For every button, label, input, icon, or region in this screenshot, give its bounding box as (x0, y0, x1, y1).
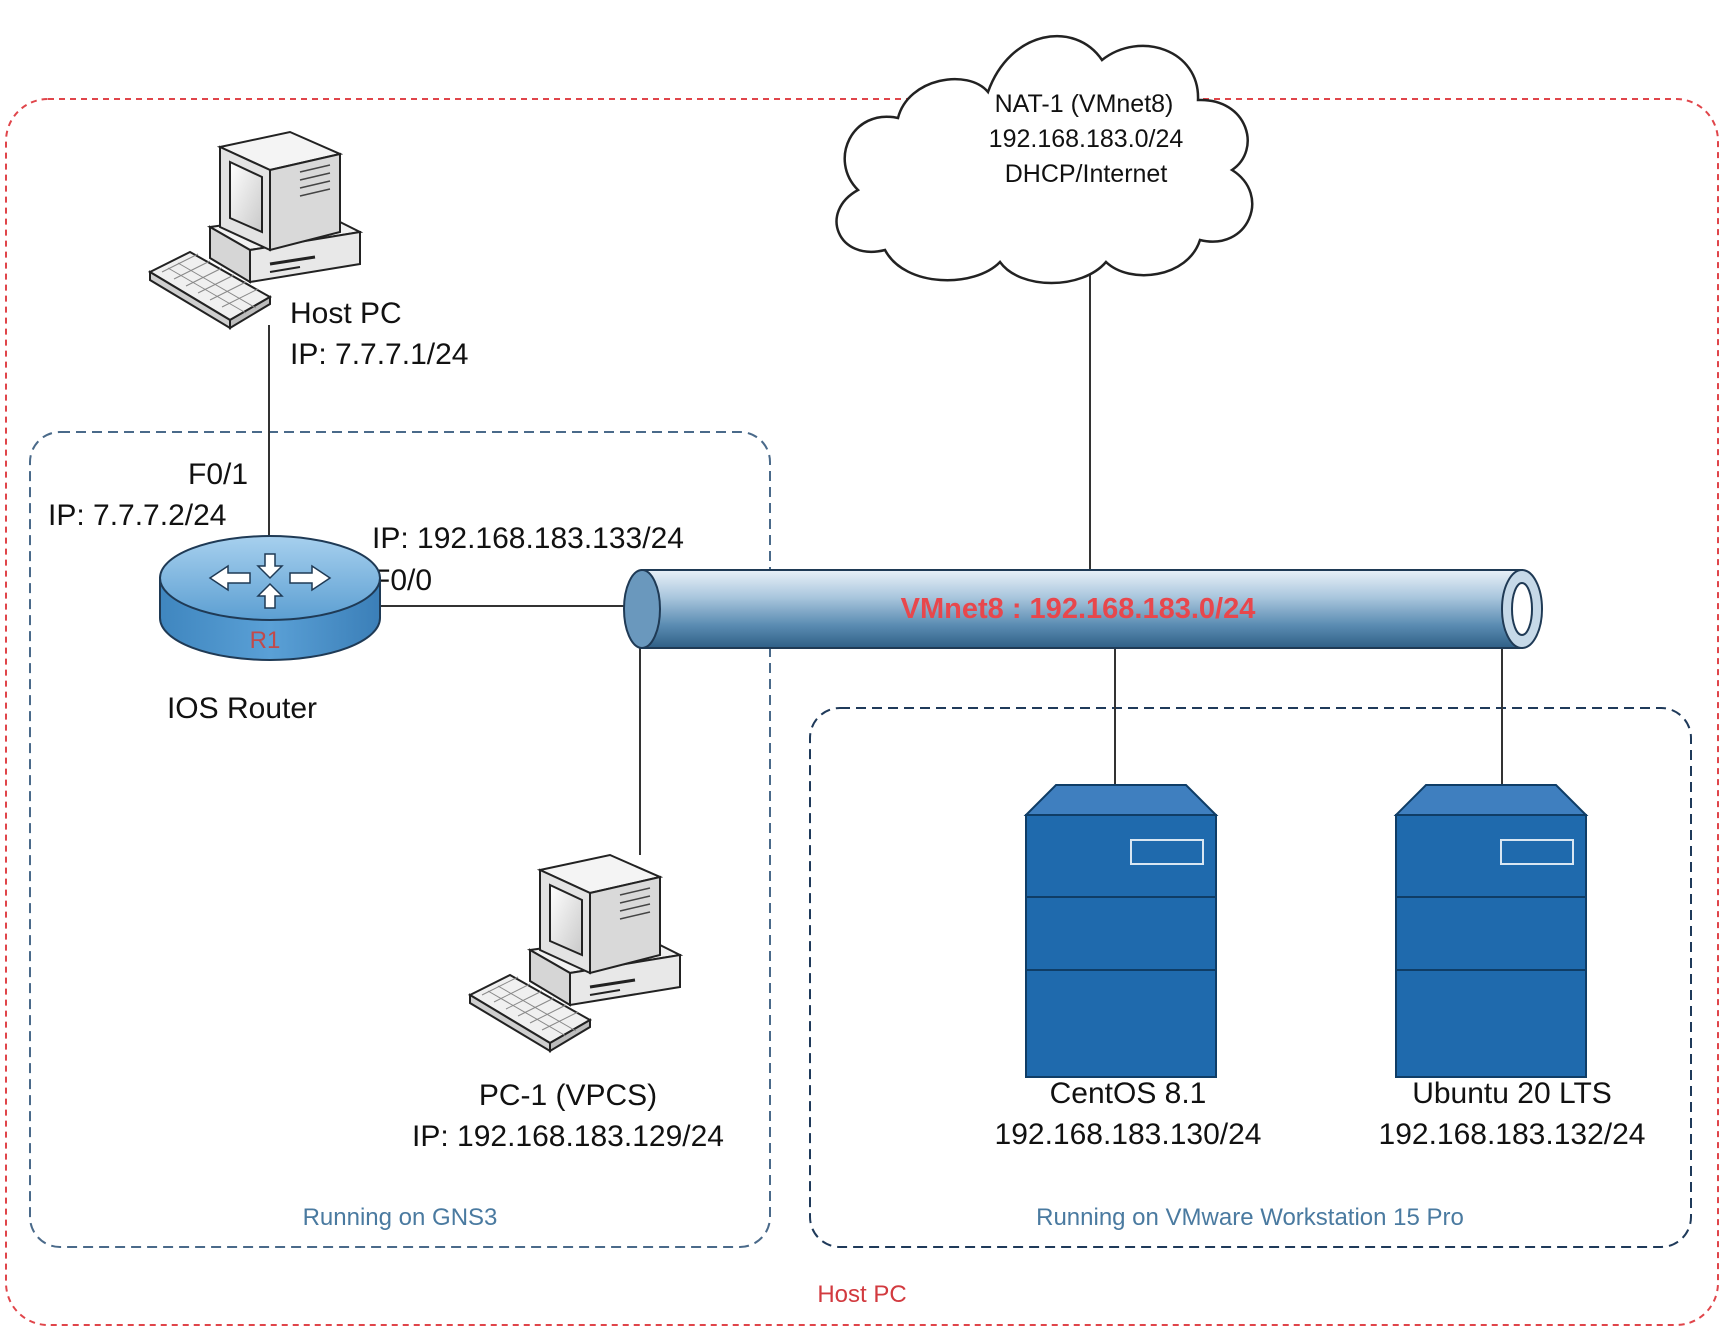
pc1-desktop-computer-icon (468, 853, 682, 1053)
ubuntu-name: Ubuntu 20 LTS (1412, 1077, 1612, 1110)
cloud-label-line1: NAT-1 (VMnet8) (995, 90, 1174, 118)
gns3-boundary (29, 431, 771, 1248)
centos-name: CentOS 8.1 (1050, 1077, 1207, 1110)
ubuntu-ip: 192.168.183.132/24 (1379, 1118, 1646, 1151)
router-f01-label: F0/1 (188, 458, 248, 491)
centos-ip: 192.168.183.130/24 (995, 1118, 1262, 1151)
cloud-label-line3: DHCP/Internet (1005, 160, 1168, 188)
vmnet-label: VMnet8 : 192.168.183.0/24 (901, 593, 1256, 625)
router-name: IOS Router (167, 692, 317, 725)
router-badge: R1 (250, 627, 281, 654)
cloud-label-line2: 192.168.183.0/24 (989, 125, 1184, 153)
router-icon (159, 535, 381, 661)
host-pc-boundary-label: Host PC (817, 1281, 906, 1308)
host-pc-name: Host PC (290, 297, 402, 330)
host-pc-ip: IP: 7.7.7.1/24 (290, 338, 468, 371)
router-f00-ip: IP: 192.168.183.133/24 (372, 522, 684, 555)
host-pc-boundary (5, 98, 1719, 1326)
gns3-boundary-label: Running on GNS3 (303, 1204, 498, 1231)
vmware-boundary (809, 707, 1692, 1248)
ubuntu-server-icon (1395, 784, 1587, 1078)
router-f00-label: F0/0 (372, 564, 432, 597)
centos-server-icon (1025, 784, 1217, 1078)
pc1-name: PC-1 (VPCS) (479, 1079, 657, 1112)
vmware-boundary-label: Running on VMware Workstation 15 Pro (1036, 1204, 1464, 1231)
cloud-icon (835, 35, 1254, 285)
router-f01-ip: IP: 7.7.7.2/24 (48, 499, 226, 532)
network-pipe-icon (623, 569, 1543, 649)
pc1-ip: IP: 192.168.183.129/24 (412, 1120, 724, 1153)
